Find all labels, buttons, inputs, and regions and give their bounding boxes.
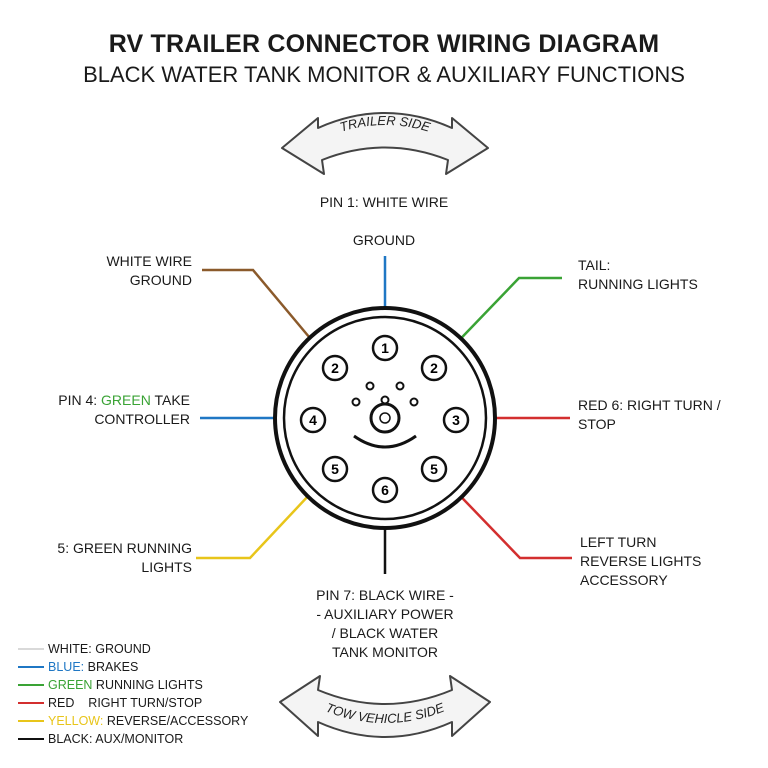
red6-right-turn-label: RED 6: RIGHT TURN / STOP	[578, 397, 721, 432]
pin-3-number: 3	[452, 412, 460, 428]
tow-vehicle-side-arrow	[279, 675, 491, 738]
legend-row: RED RIGHT TURN/STOP	[18, 694, 248, 712]
pin-5-left-number: 5	[331, 461, 339, 477]
pin-1-number: 1	[381, 340, 389, 356]
wire-green-top	[443, 276, 562, 357]
pin4-label-green: GREEN	[101, 392, 151, 408]
legend-color-name: BLACK:	[48, 732, 93, 746]
legend-row: YELLOW: REVERSE/ACCESSORY	[18, 712, 248, 730]
wire-yellow	[196, 477, 326, 560]
legend-description: AUX/MONITOR	[92, 732, 184, 746]
legend-description: RIGHT TURN/STOP	[74, 696, 203, 710]
key-notch	[353, 434, 417, 449]
diagram-title: RV TRAILER CONNECTOR WIRING DIAGRAM	[108, 30, 660, 58]
tail-running-lights-label: TAIL: RUNNING LIGHTS	[578, 257, 698, 292]
pin4-label-prefix: PIN 4:	[58, 392, 102, 408]
green-running-lights-label: 5: GREEN RUNNING LIGHTS	[57, 540, 192, 575]
trailer-side-arrow	[281, 112, 489, 175]
pin-6: 6	[371, 476, 399, 504]
left-turn-label: LEFT TURN REVERSE LIGHTS ACCESSORY	[580, 534, 702, 588]
legend-swatch	[18, 720, 44, 722]
pin-4-number: 4	[309, 412, 317, 428]
legend-description: RUNNING LIGHTS	[92, 678, 203, 692]
pin-5-right: 5	[420, 455, 448, 483]
legend-swatch	[18, 648, 44, 650]
pin-1: 1	[371, 334, 399, 362]
pin-2-left: 2	[321, 354, 349, 382]
legend-description: GROUND	[91, 642, 151, 656]
pin-6-number: 6	[381, 482, 389, 498]
white-wire-ground-label: WHITE WIRE GROUND	[106, 253, 192, 288]
legend-swatch	[18, 702, 44, 704]
pin-5-left: 5	[321, 455, 349, 483]
pin-3: 3	[442, 406, 470, 434]
legend-row: BLACK: AUX/MONITOR	[18, 730, 248, 748]
legend-swatch	[18, 738, 44, 740]
pin1-header-label: PIN 1: WHITE WIRE	[319, 194, 449, 210]
wire-brown	[202, 268, 326, 357]
pin-2-left-number: 2	[331, 360, 339, 376]
svg-text:TRAILER SIDE: TRAILER SIDE	[338, 113, 432, 135]
legend-color-name: GREEN	[48, 678, 93, 692]
pin4-label: PIN 4: GREEN TAKE CONTROLLER	[30, 391, 190, 429]
pin4-label-suffix: TAKE CONTROLLER	[94, 392, 190, 427]
pin-5-right-number: 5	[430, 461, 438, 477]
legend-color-name: RED	[48, 696, 75, 710]
legend-description: BRAKES	[84, 660, 139, 674]
legend-row: GREEN RUNNING LIGHTS	[18, 676, 248, 694]
pin-2-right: 2	[420, 354, 448, 382]
wire-red-bottom	[442, 477, 572, 560]
legend-color-name: YELLOW:	[48, 714, 104, 728]
pin-4: 4	[299, 406, 327, 434]
trailer-side-label: TRAILER SIDE	[338, 113, 432, 135]
diagram-subtitle: BLACK WATER TANK MONITOR & AUXILIARY FUN…	[83, 62, 685, 87]
legend-row: BLUE: BRAKES	[18, 658, 248, 676]
legend-color-name: WHITE:	[48, 642, 92, 656]
legend-swatch	[18, 666, 44, 668]
pin7-label: PIN 7: BLACK WIRE - - AUXILIARY POWER / …	[316, 587, 454, 660]
legend-swatch	[18, 684, 44, 686]
ground-label: GROUND	[352, 232, 416, 248]
legend-color-name: BLUE:	[48, 660, 85, 674]
legend-row: WHITE: GROUND	[18, 640, 248, 658]
pin-2-right-number: 2	[430, 360, 438, 376]
legend-description: REVERSE/ACCESSORY	[103, 714, 249, 728]
